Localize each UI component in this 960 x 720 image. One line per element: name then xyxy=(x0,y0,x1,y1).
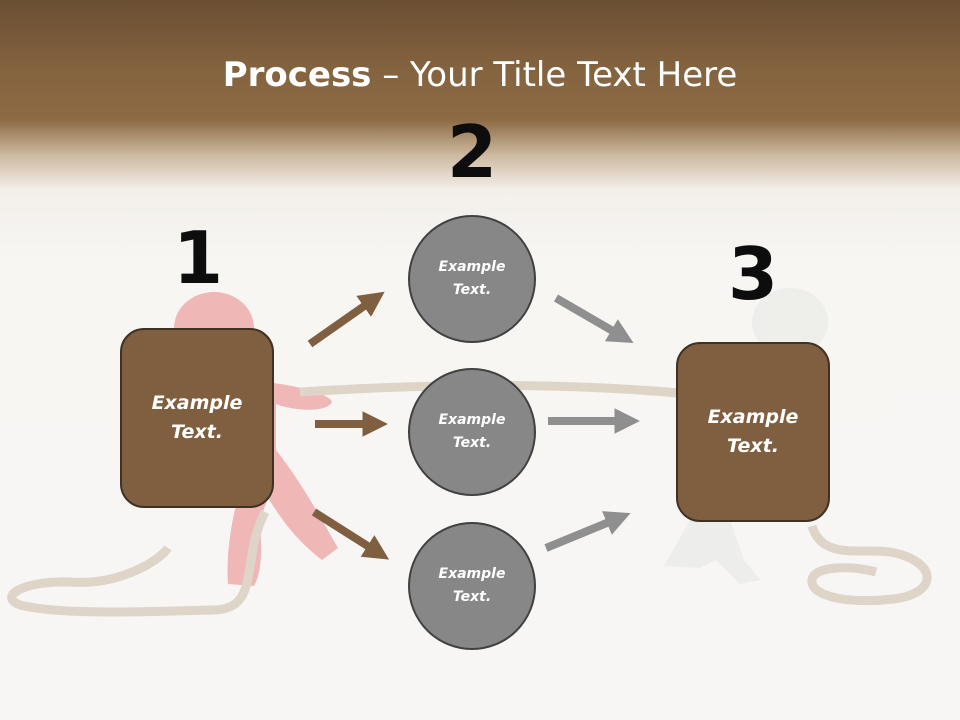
left-process-box: Example Text. xyxy=(120,328,274,508)
white-figure-head xyxy=(752,288,828,356)
arrow-from-circle-1 xyxy=(553,294,634,343)
circle-2-text: Example Text. xyxy=(438,412,506,451)
arrow-from-circle-3 xyxy=(544,511,631,552)
arrow-to-circle-1 xyxy=(307,291,385,348)
circle-3-text: Example Text. xyxy=(438,566,506,605)
circle-1-text: Example Text. xyxy=(438,259,506,298)
slide-title: Process – Your Title Text Here xyxy=(0,52,960,98)
left-box-text: Example Text. xyxy=(151,392,243,443)
slide-title-rest: – Your Title Text Here xyxy=(371,55,738,95)
rope-coil-left xyxy=(7,509,270,617)
step-number-1: 1 xyxy=(172,216,224,300)
step-number-3: 3 xyxy=(727,232,779,316)
slide-title-bold: Process xyxy=(222,55,372,95)
process-circle-3: Example Text. xyxy=(408,522,536,650)
white-figure-body xyxy=(664,520,760,584)
arrow-to-circle-3 xyxy=(311,508,390,560)
step-number-2: 2 xyxy=(446,110,498,194)
rope-coil-right xyxy=(807,524,932,606)
right-process-box: Example Text. xyxy=(676,342,830,522)
process-circle-1: Example Text. xyxy=(408,215,536,343)
process-circle-2: Example Text. xyxy=(408,368,536,496)
right-box-text: Example Text. xyxy=(707,406,799,457)
